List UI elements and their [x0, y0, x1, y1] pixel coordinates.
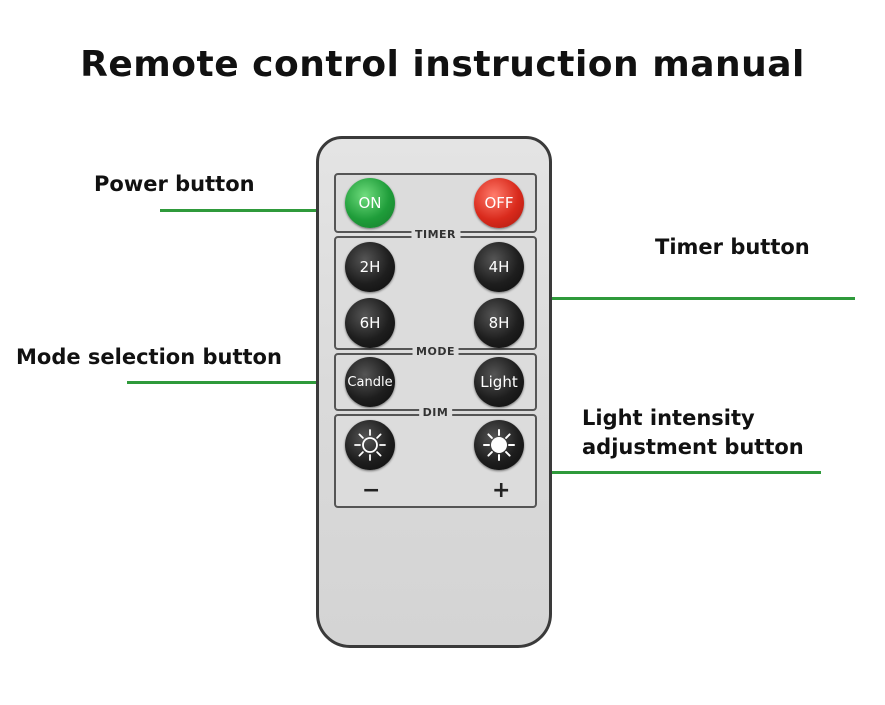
timer-callout-line	[535, 297, 855, 300]
power-callout-line	[160, 209, 336, 212]
dim-up-button[interactable]	[474, 420, 524, 470]
sun-outline-icon	[354, 429, 386, 461]
on-button[interactable]: ON	[345, 178, 395, 228]
page-title: Remote control instruction manual	[80, 44, 805, 85]
intensity-callout-line2: adjustment button	[582, 435, 804, 459]
timer-group: TIMER 2H 4H 6H 8H	[334, 228, 537, 350]
timer-2h-label: 2H	[359, 258, 381, 276]
timer-group-label: TIMER	[410, 228, 461, 241]
dim-minus-sign: −	[362, 478, 381, 503]
timer-8h-label: 8H	[488, 314, 510, 332]
light-mode-label: Light	[480, 373, 518, 391]
mode-callout-line	[127, 381, 335, 384]
light-mode-button[interactable]: Light	[474, 357, 524, 407]
dim-group-label: DIM	[418, 406, 453, 419]
intensity-callout-label: Light intensity adjustment button	[582, 404, 804, 462]
power-callout-label: Power button	[94, 172, 255, 196]
intensity-callout-line1: Light intensity	[582, 406, 755, 430]
off-button[interactable]: OFF	[474, 178, 524, 228]
timer-callout-label: Timer button	[655, 235, 810, 259]
remote-control: ON OFF TIMER 2H 4H 6H 8H MODE Candle Lig…	[316, 136, 552, 648]
timer-4h-label: 4H	[488, 258, 510, 276]
mode-group: MODE Candle Light	[334, 345, 537, 411]
power-group: ON OFF	[334, 173, 537, 233]
dim-group: DIM	[334, 406, 537, 508]
timer-4h-button[interactable]: 4H	[474, 242, 524, 292]
intensity-callout-line	[535, 471, 821, 474]
dim-plus-sign: +	[492, 478, 511, 503]
timer-6h-label: 6H	[359, 314, 381, 332]
mode-callout-label: Mode selection button	[16, 345, 282, 369]
dim-down-button[interactable]	[345, 420, 395, 470]
timer-6h-button[interactable]: 6H	[345, 298, 395, 348]
mode-group-label: MODE	[412, 345, 459, 358]
sun-filled-icon	[483, 429, 515, 461]
off-button-label: OFF	[484, 194, 514, 212]
candle-mode-label: Candle	[347, 374, 393, 390]
timer-2h-button[interactable]: 2H	[345, 242, 395, 292]
timer-8h-button[interactable]: 8H	[474, 298, 524, 348]
on-button-label: ON	[358, 194, 382, 212]
candle-mode-button[interactable]: Candle	[345, 357, 395, 407]
